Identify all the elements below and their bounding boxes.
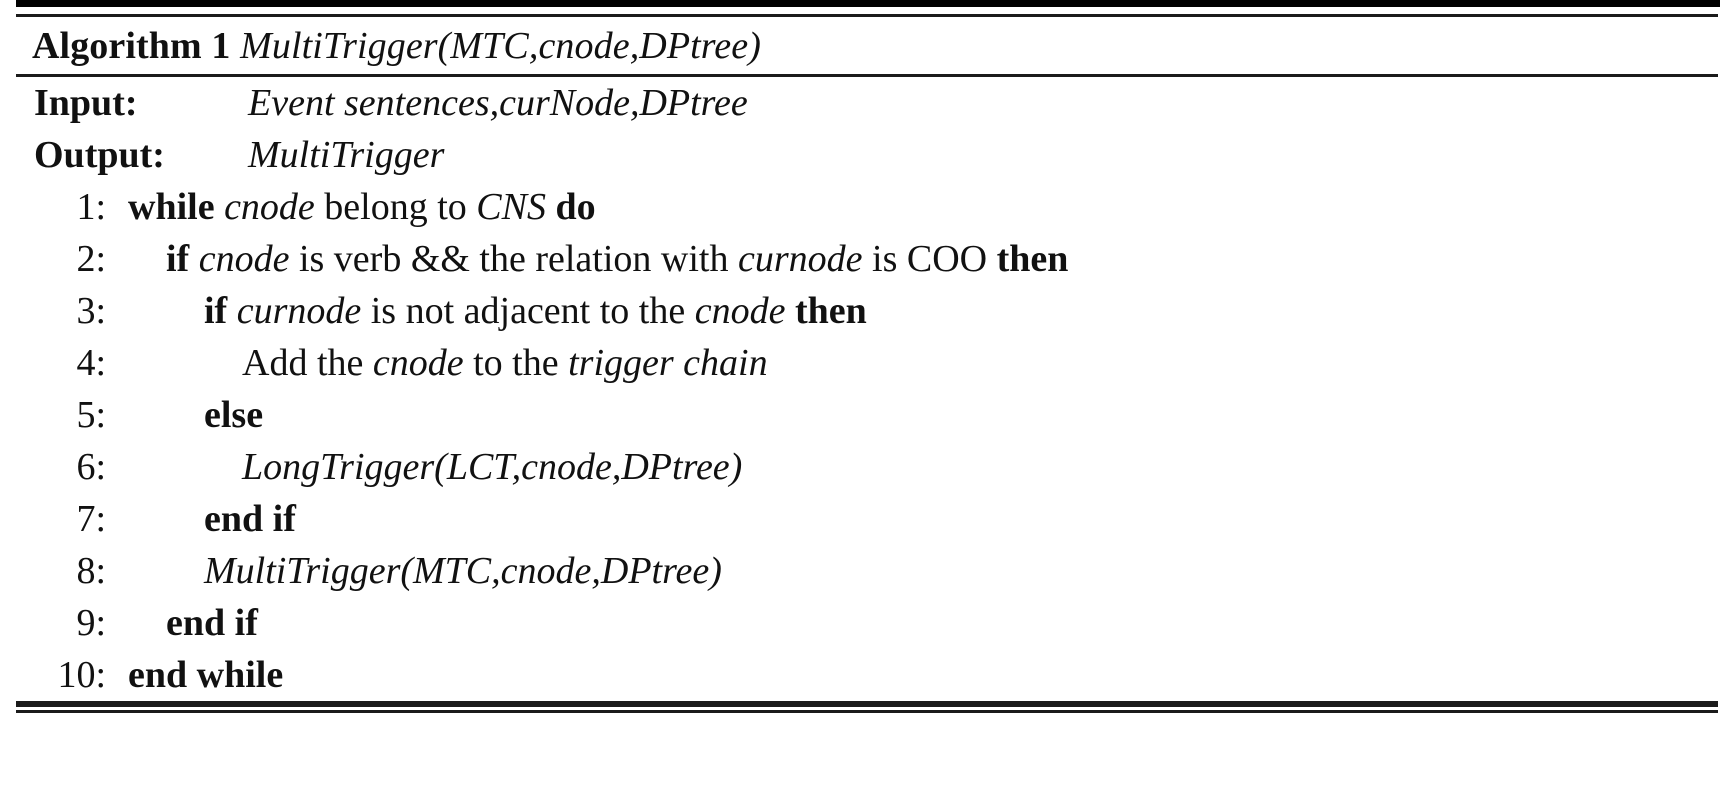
algorithm-line-number: 3: <box>76 290 106 332</box>
rule-bottom-inner <box>16 710 1718 713</box>
algorithm-token: while <box>128 186 215 228</box>
input-value: Event sentences,curNode,DPtree <box>248 82 748 124</box>
algorithm-token: end if <box>204 498 296 540</box>
algorithm-line: 2: if cnode is verb && the relation with … <box>16 233 1718 285</box>
algorithm-token <box>215 186 225 228</box>
algorithm-token: belong to <box>314 186 477 228</box>
algorithm-token: if <box>166 238 190 280</box>
output-label: Output: <box>34 134 165 176</box>
algorithm-line-number: 8: <box>76 550 106 592</box>
algorithm-line-text: LongTrigger(LCT,cnode,DPtree) <box>128 441 1718 493</box>
algorithm-token: is verb && the relation with <box>289 238 738 280</box>
algorithm-token: cnode <box>694 290 786 332</box>
algorithm-line-text: end while <box>128 649 1718 701</box>
algorithm-line-text: while cnode belong to CNS do <box>128 181 1718 233</box>
algorithm-token: CNS <box>476 186 546 228</box>
algorithm-token: to the <box>463 342 569 384</box>
output-row: Output: MultiTrigger <box>16 129 1718 181</box>
algorithm-line: 5: else <box>16 389 1718 441</box>
algorithm-line-number: 6: <box>76 446 106 488</box>
algorithm-body: Algorithm 1 MultiTrigger(MTC,cnode,DPtre… <box>16 14 1718 713</box>
algorithm-token: cnode <box>372 342 464 384</box>
algorithm-token: end if <box>166 602 258 644</box>
algorithm-line: 9: end if <box>16 597 1718 649</box>
algorithm-line: 7: end if <box>16 493 1718 545</box>
algorithm-token: Add the <box>242 342 373 384</box>
algorithm-token: MultiTrigger(MTC,cnode,DPtree) <box>204 550 722 592</box>
algorithm-title-keyword: Algorithm <box>32 25 202 67</box>
rule-above-title <box>16 14 1718 17</box>
algorithm-token: is not adjacent to the <box>361 290 695 332</box>
algorithm-token: cnode <box>224 186 315 228</box>
algorithm-line-text: else <box>128 389 1718 441</box>
algorithm-token: else <box>204 394 264 436</box>
algorithm-token: curnode <box>236 290 362 332</box>
algorithm-token: trigger chain <box>568 342 768 384</box>
algorithm-line: 3: if curnode is not adjacent to the cnod… <box>16 285 1718 337</box>
algorithm-title-number: 1 <box>211 25 231 67</box>
algorithm-line: 1: while cnode belong to CNS do <box>16 181 1718 233</box>
algorithm-token: cnode <box>198 238 290 280</box>
algorithm-line: 6: LongTrigger(LCT,cnode,DPtree) <box>16 441 1718 493</box>
algorithm-title: Algorithm 1 MultiTrigger(MTC,cnode,DPtre… <box>16 17 1718 74</box>
algorithm-line-number: 10: <box>57 654 106 696</box>
algorithm-line-number: 5: <box>76 394 106 436</box>
input-label: Input: <box>34 82 138 124</box>
algorithm-token: end while <box>128 654 284 696</box>
algorithm-token: LongTrigger(LCT,cnode,DPtree) <box>242 446 743 488</box>
algorithm-line: 8: MultiTrigger(MTC,cnode,DPtree) <box>16 545 1718 597</box>
algorithm-token: do <box>555 186 596 228</box>
algorithm-line-number: 7: <box>76 498 106 540</box>
algorithm-token: is COO <box>862 238 997 280</box>
algorithm-line-text: if curnode is not adjacent to the cnode … <box>128 285 1718 337</box>
algorithm-line-number: 9: <box>76 602 106 644</box>
algorithm-line-number: 4: <box>76 342 106 384</box>
algorithm-title-space-2 <box>231 25 241 67</box>
algorithm-token: curnode <box>737 238 863 280</box>
input-row: Input: Event sentences,curNode,DPtree <box>16 77 1718 129</box>
algorithm-token <box>785 290 795 332</box>
algorithm-title-signature: MultiTrigger(MTC,cnode,DPtree) <box>240 25 761 67</box>
output-value: MultiTrigger <box>248 134 445 176</box>
algorithm-line: 10: end while <box>16 649 1718 701</box>
algorithm-line-text: MultiTrigger(MTC,cnode,DPtree) <box>128 545 1718 597</box>
algorithm-title-space <box>202 25 212 67</box>
algorithm-token: then <box>794 290 867 332</box>
algorithm-io-block: Input: Event sentences,curNode,DPtree Ou… <box>16 77 1718 181</box>
algorithm-line-text: Add the cnode to the trigger chain <box>128 337 1718 389</box>
algorithm-line-number: 2: <box>76 238 106 280</box>
algorithm-line-text: if cnode is verb && the relation with cu… <box>128 233 1718 285</box>
rule-bottom-outer <box>16 701 1718 707</box>
algorithm-line: 4: Add the cnode to the trigger chain <box>16 337 1718 389</box>
algorithm-token <box>227 290 237 332</box>
algorithm-steps: 1: while cnode belong to CNS do 2: if cnode… <box>16 181 1718 701</box>
algorithm-token: then <box>996 238 1069 280</box>
algorithm-line-text: end if <box>128 493 1718 545</box>
algorithm-token <box>189 238 199 280</box>
algorithm-line-text: end if <box>128 597 1718 649</box>
rule-below-title <box>16 74 1718 77</box>
algorithm-line-number: 1: <box>76 186 106 228</box>
algorithm-token: if <box>204 290 228 332</box>
clipped-top-rule <box>16 0 1720 7</box>
